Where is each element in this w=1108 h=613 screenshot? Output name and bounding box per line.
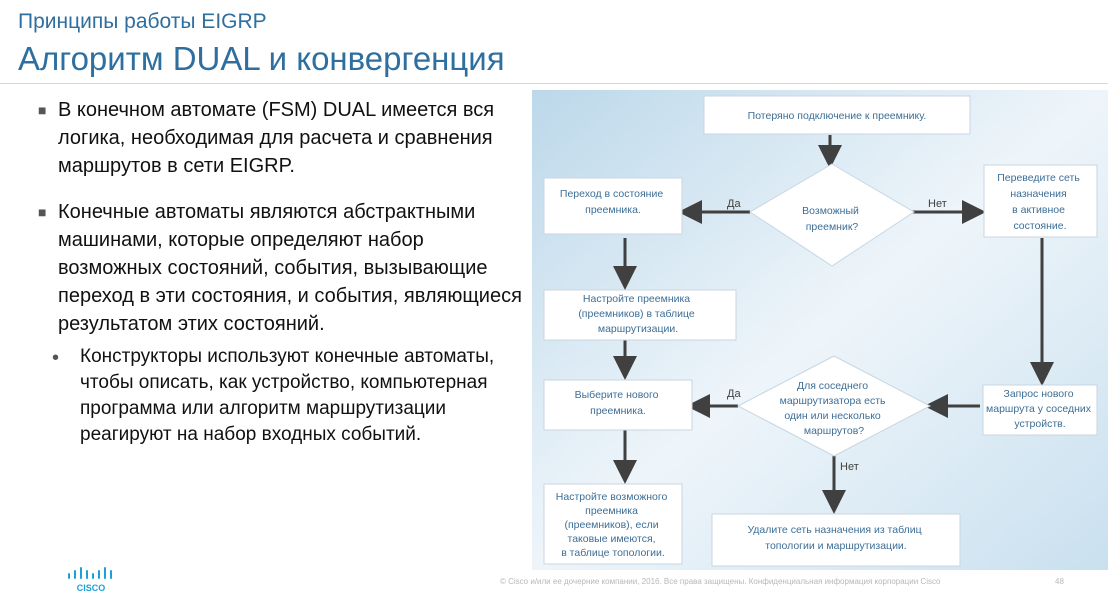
subbullet-text: Конструкторы используют конечные автомат… [80,346,495,445]
label-no2: Нет [840,461,859,473]
label-yes1: Да [727,198,741,210]
box-lost [703,95,971,135]
cisco-logo: CISCO [66,566,116,596]
slide-subtitle: Принципы работы EIGRP [18,10,267,33]
bullet-item: ■ Конечные автоматы являются абстрактным… [38,198,528,338]
box-go-successor [543,177,683,235]
page-number: 48 [1055,577,1064,586]
text-configure: Настройте преемника (преемников) в табли… [578,293,697,335]
bullet-item: ■ В конечном автомате (FSM) DUAL имеется… [38,96,528,180]
box-remove [711,513,961,567]
slide-title: Алгоритм DUAL и конвергенция [18,40,505,77]
bullet-text: Конечные автоматы являются абстрактными … [58,201,522,335]
footer-copyright: © Cisco и/или ее дочерние компании, 2016… [500,577,941,586]
bullet-square-icon: ■ [38,204,47,220]
label-yes2: Да [727,388,741,400]
box-configure-fs [543,483,683,565]
bullet-list: ■ В конечном автомате (FSM) DUAL имеется… [38,96,528,448]
box-active [983,164,1098,238]
text-go-successor: Переход в состояние преемника. [560,188,666,216]
bullet-square-icon: ■ [38,102,47,118]
text-decision2: Для соседнего маршрутизатора есть один и… [780,380,889,437]
bullet-text: В конечном автомате (FSM) DUAL имеется в… [58,99,495,177]
box-configure [543,289,737,341]
text-configure-fs: Настройте возможного преемника (преемник… [556,491,670,559]
title-divider [0,83,1108,84]
dual-fsm-flowchart: Да Нет Да Нет Потеряно подключение к пре… [532,90,1108,570]
bullet-dot-icon: • [52,347,60,369]
cisco-logo-text: CISCO [77,583,106,593]
text-remove: Удалите сеть назначения из таблиц тополо… [747,524,924,552]
label-no1: Нет [928,198,947,210]
cisco-bridge-icon: CISCO [68,567,112,593]
text-lost: Потеряно подключение к преемнику. [748,110,927,122]
diamond-decision2 [736,355,932,457]
box-choose [543,379,693,431]
subbullet-item: • Конструкторы используют конечные автом… [38,344,528,448]
diamond-decision1 [749,163,915,267]
text-active: Переведите сеть назначения в активное со… [997,172,1083,232]
box-query [982,384,1098,436]
text-choose: Выберите нового преемника. [575,389,662,417]
text-query: Запрос нового маршрута у соседних устрой… [986,388,1094,430]
text-decision1: Возможный преемник? [802,205,862,233]
